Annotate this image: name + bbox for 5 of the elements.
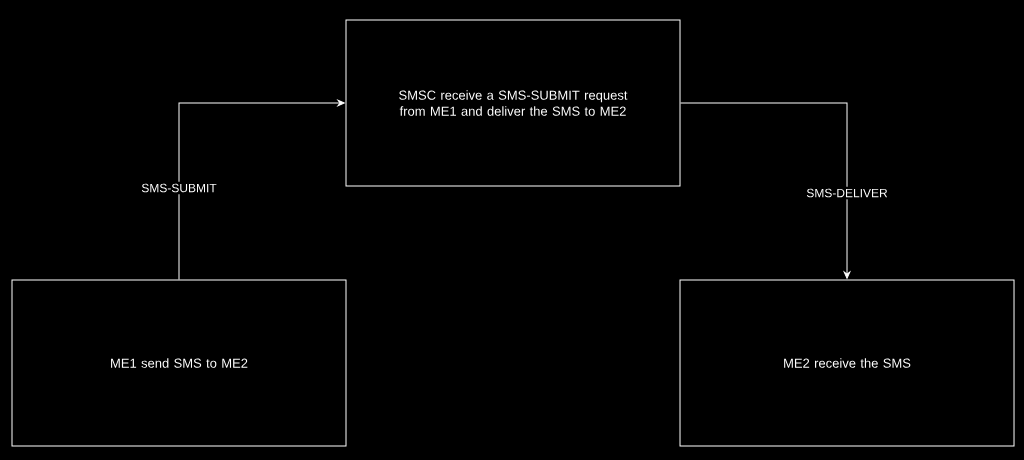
process-box: ME1 send SMS to ME2	[11, 279, 347, 447]
process-box: ME2 receive the SMS	[679, 279, 1015, 447]
arrow	[680, 102, 851, 279]
process-box: SMSC receive a SMS-SUBMIT request from ME1 and deliver the SMS to ME2	[345, 19, 681, 187]
arrow	[178, 99, 345, 280]
